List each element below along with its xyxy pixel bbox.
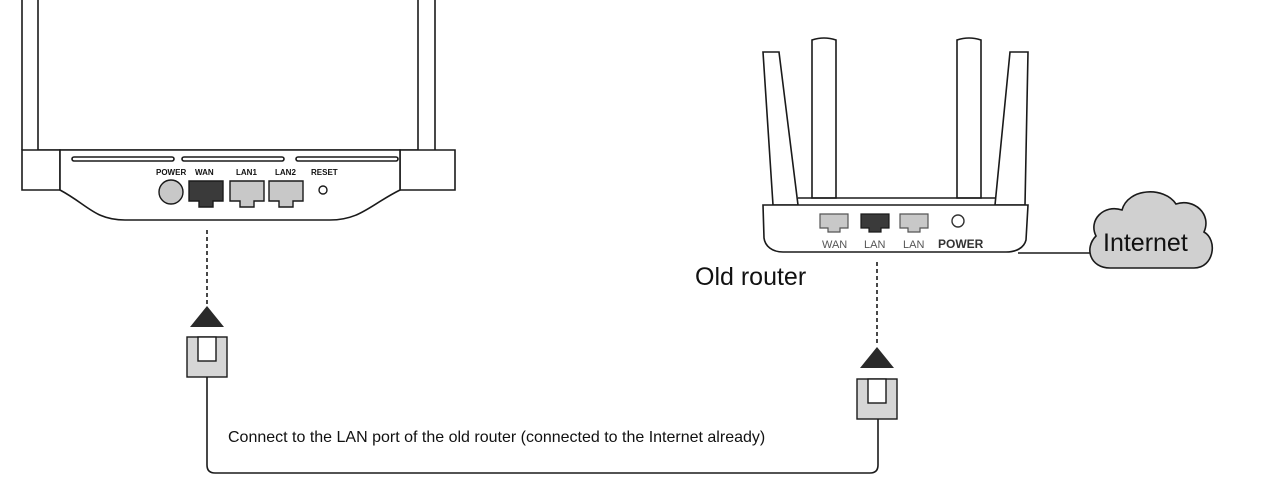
old-router-power-label: POWER [938, 237, 984, 251]
cloud-icon [1089, 191, 1213, 269]
old-router-ports: WAN LAN LAN POWER [819, 213, 984, 251]
antenna-icon [811, 37, 837, 199]
old-router [762, 37, 1029, 253]
antenna-icon [956, 37, 982, 199]
old-router-power-button[interactable] [951, 214, 965, 228]
old-router-lan-label: LAN [864, 239, 885, 251]
new-router-inner-panel [37, 0, 419, 151]
cable-caption: Connect to the LAN port of the old route… [228, 429, 765, 446]
new-router-lan1-label: LAN1 [236, 168, 257, 177]
new-router-power-port[interactable] [158, 179, 184, 205]
old-router-lan2-label: LAN [903, 239, 924, 251]
new-router-vent [71, 156, 175, 162]
rj45-plug-right [856, 378, 898, 420]
new-router-lan2-label: LAN2 [275, 168, 296, 177]
old-router-lan-port[interactable] [860, 213, 890, 233]
antenna-icon [762, 51, 799, 206]
old-router-label: Old router [695, 263, 806, 291]
new-router-lan1-port[interactable] [229, 180, 265, 208]
new-router-vent [181, 156, 285, 162]
new-router-body-outline [21, 0, 436, 150]
new-router-wan-label: WAN [195, 168, 214, 177]
ethernet-cable: Connect to the LAN port of the old route… [186, 230, 898, 474]
old-router-wan-label: WAN [822, 239, 847, 251]
new-router-reset-button[interactable] [318, 185, 328, 195]
new-router-vent [295, 156, 399, 162]
plug-clip [867, 378, 887, 404]
rj45-plug-left [186, 336, 228, 378]
new-router-wan-port[interactable] [188, 180, 224, 208]
antenna-icon [994, 51, 1029, 206]
old-router-lan2-port[interactable] [899, 213, 929, 233]
plug-clip [197, 336, 217, 362]
new-router-power-label: POWER [156, 168, 186, 177]
new-router-left-foot [21, 149, 61, 191]
new-router-reset-label: RESET [311, 168, 338, 177]
new-router-ports: POWER WAN LAN1 LAN2 RESET [156, 168, 338, 208]
new-router-lan2-port[interactable] [268, 180, 304, 208]
internet-label: Internet [1103, 229, 1188, 257]
arrow-up-icon [190, 306, 224, 327]
old-router-body [762, 204, 1029, 253]
old-router-wan-port[interactable] [819, 213, 849, 233]
cable-line [206, 377, 879, 474]
internet-cloud: Internet [1089, 191, 1213, 269]
new-router-right-foot [399, 149, 456, 191]
arrow-up-icon [860, 347, 894, 368]
